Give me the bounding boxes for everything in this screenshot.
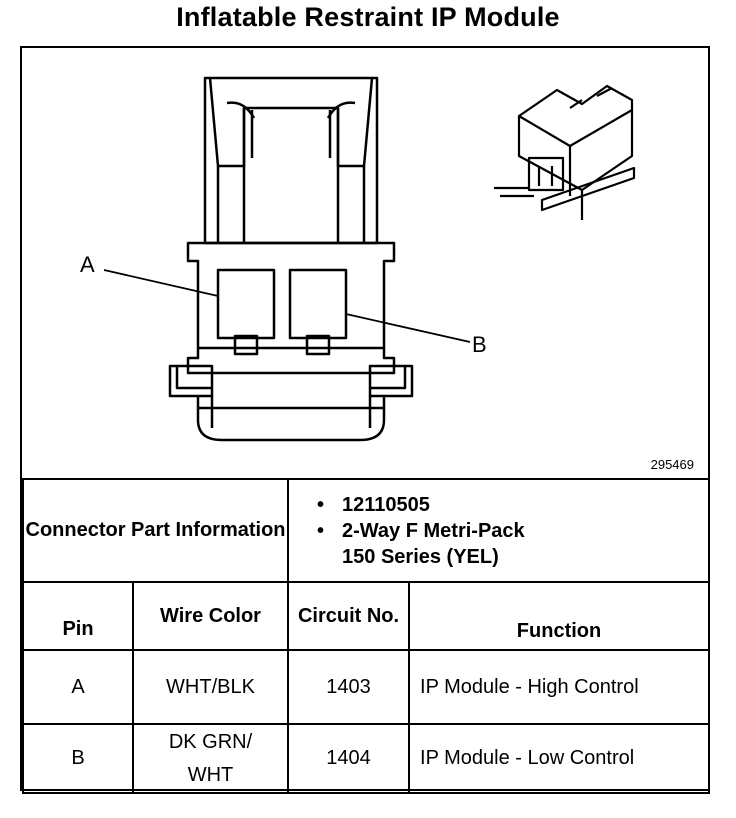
table-header-row: Pin Wire Color Circuit No. Function xyxy=(22,581,711,651)
connector-part-number: 12110505 xyxy=(317,492,708,518)
header-function: Function xyxy=(408,581,711,651)
function-cell: IP Module - High Control xyxy=(408,649,711,725)
figure-number: 295469 xyxy=(650,457,694,472)
pin-cell: A xyxy=(22,649,134,725)
function-cell: IP Module - Low Control xyxy=(408,723,711,794)
wire-color-cell: DK GRN/ WHT xyxy=(131,723,290,794)
callout-b-leader xyxy=(345,313,471,343)
connector-type: 2-Way F Metri-Pack 150 Series (YEL) xyxy=(317,518,708,570)
header-pin: Pin xyxy=(22,581,134,651)
callout-a-leader xyxy=(103,269,219,297)
connector-info-list: 12110505 2-Way F Metri-Pack 150 Series (… xyxy=(287,478,711,583)
connector-info-label: Connector Part Information xyxy=(21,478,290,583)
connector-iso-view xyxy=(494,84,636,220)
header-circuit: Circuit No. xyxy=(287,581,411,651)
callout-b-label: B xyxy=(472,332,487,357)
pin-cell: B xyxy=(22,723,134,794)
wire-color-cell: WHT/BLK xyxy=(131,649,290,725)
connector-illustration: A B xyxy=(80,76,636,442)
callout-a-label: A xyxy=(80,252,95,277)
connector-drawing: A B 295469 xyxy=(22,48,708,478)
cavity-b xyxy=(288,268,348,340)
circuit-cell: 1403 xyxy=(287,649,411,725)
table-row: A WHT/BLK 1403 IP Module - High Control xyxy=(22,649,711,725)
page-title: Inflatable Restraint IP Module xyxy=(176,2,560,32)
header-wire-color: Wire Color xyxy=(131,581,290,651)
connector-info-row: Connector Part Information 12110505 2-Wa… xyxy=(21,478,711,583)
table-row: B DK GRN/ WHT 1404 IP Module - Low Contr… xyxy=(22,723,711,794)
cavity-a xyxy=(216,268,276,340)
connector-main-housing xyxy=(186,241,396,375)
diagram-frame: A B 295469 Connector Part Information 12… xyxy=(20,46,711,794)
circuit-cell: 1404 xyxy=(287,723,411,794)
connector-info-table: Connector Part Information 12110505 2-Wa… xyxy=(21,478,711,794)
